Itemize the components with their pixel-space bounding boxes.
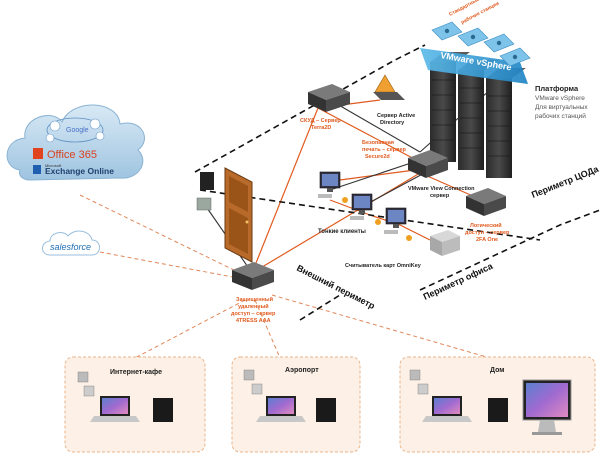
virtual-desktops bbox=[431, 21, 531, 67]
view-label-line2: сервер bbox=[430, 193, 450, 199]
salesforce-logo-icon bbox=[42, 230, 100, 256]
exchange-icon bbox=[33, 165, 41, 174]
card-reader-icon bbox=[200, 172, 214, 190]
service-bubble-icon bbox=[95, 131, 105, 141]
connection-lines bbox=[251, 99, 483, 274]
tablet-icon bbox=[153, 398, 173, 422]
ad-pyramid-icon bbox=[374, 74, 396, 93]
location-name: Дом bbox=[490, 367, 504, 374]
access-panel-icon bbox=[196, 197, 212, 211]
cloud-shape bbox=[6, 104, 145, 181]
card-reader-label: Считыватель карт OmniKey bbox=[345, 263, 422, 269]
location-airport: Аэропорт bbox=[231, 356, 361, 453]
vsphere-bar bbox=[420, 48, 528, 84]
printer-icon bbox=[430, 230, 460, 256]
laptop-icon bbox=[422, 396, 472, 422]
token-device-icon bbox=[409, 369, 421, 381]
location-box bbox=[64, 356, 206, 453]
card-token-icon bbox=[406, 235, 412, 241]
logic-label-line2: доступ – сервер bbox=[465, 230, 510, 236]
logic-label-line3: 2FA One bbox=[476, 237, 498, 243]
perimeter-external-label: Внешний периметр bbox=[295, 263, 377, 311]
service-bubble-icon bbox=[45, 133, 55, 143]
aaa-label-line3: доступ – сервер bbox=[231, 311, 276, 317]
logic-label-line1: Логический bbox=[470, 222, 502, 229]
skud-label-line1: СКУД – Сервер bbox=[300, 118, 341, 124]
platform-title: Платформа bbox=[535, 84, 579, 93]
card-token-icon bbox=[342, 197, 348, 203]
platform-line1: VMware vSphere bbox=[535, 95, 585, 102]
location-name: Интернет-кафе bbox=[110, 369, 162, 376]
salesforce-cloud: salesforce bbox=[42, 230, 100, 256]
view-label-line1: VMware View Connection bbox=[408, 186, 475, 192]
service-bubble-icon bbox=[49, 120, 61, 132]
thin-client-icon bbox=[318, 171, 341, 198]
salesforce-label: salesforce bbox=[50, 242, 91, 252]
service-bubble-icon bbox=[89, 118, 101, 130]
aaa-label-line1: Защищенный bbox=[236, 296, 273, 303]
view-connection-server: VMware View Connection сервер bbox=[408, 150, 475, 199]
laptop-icon bbox=[90, 396, 140, 422]
skud-server: СКУД – Сервер Terra2D bbox=[300, 84, 350, 131]
platform-line2: Для виртуальных bbox=[535, 104, 588, 111]
thin-client-icon bbox=[384, 207, 407, 234]
remote-links bbox=[79, 194, 491, 359]
service-ring bbox=[46, 117, 104, 143]
token-device-icon bbox=[243, 369, 255, 381]
thin-clients-label: Тонкие клиенты bbox=[318, 229, 366, 235]
office-365-icon bbox=[33, 148, 43, 159]
card-token-icon bbox=[375, 219, 381, 225]
microsoft-label: Microsoft bbox=[45, 163, 62, 168]
office-door bbox=[196, 167, 253, 263]
location-name: Аэропорт bbox=[285, 367, 319, 374]
aaa-label-line4: 4TRESS AAA bbox=[236, 318, 271, 324]
aaa-server: Защищенный удаленный доступ – сервер 4TR… bbox=[231, 262, 276, 324]
tablet-icon bbox=[488, 398, 508, 422]
server-rack-icon bbox=[430, 62, 456, 162]
office-365-label: Office 365 bbox=[47, 149, 97, 161]
token-device-icon bbox=[77, 371, 89, 383]
ad-label-line2: Directory bbox=[380, 120, 405, 126]
print-label-line1: Безопасная bbox=[362, 140, 394, 146]
print-label-line2: печать – сервер bbox=[362, 147, 407, 153]
server-rack-icon bbox=[458, 70, 484, 170]
token-device-icon bbox=[83, 385, 95, 397]
print-label-line3: Secure2d bbox=[365, 154, 390, 160]
perimeter-lines bbox=[194, 44, 600, 321]
ad-label-line1: Сервер Active bbox=[377, 113, 415, 119]
server-rack-icon bbox=[486, 78, 512, 178]
token-device-icon bbox=[417, 383, 429, 395]
vsphere-platform: Стандартные виртуальные рабочие станции … bbox=[420, 0, 588, 178]
thin-clients: Тонкие клиенты Считыватель карт OmniKey bbox=[318, 171, 460, 269]
desktop-monitor-icon bbox=[522, 379, 572, 435]
tablet-icon bbox=[316, 398, 336, 422]
skud-label-line2: Terra2D bbox=[311, 125, 331, 131]
perimeter-cod-label: Периметр ЦОДа bbox=[530, 163, 600, 199]
token-device-icon bbox=[251, 383, 263, 395]
active-directory-server: Сервер Active Directory bbox=[373, 74, 415, 126]
aaa-label-line2: удаленный bbox=[238, 303, 269, 310]
thin-client-icon bbox=[350, 193, 373, 220]
laptop-icon bbox=[256, 396, 306, 422]
logic-access-server: Логический доступ – сервер 2FA One bbox=[465, 188, 510, 243]
location-internet-cafe: Интернет-кафе bbox=[64, 356, 206, 453]
platform-line3: рабочих станций bbox=[535, 112, 586, 120]
exchange-label: Exchange Online bbox=[45, 166, 114, 176]
perimeter-office-label: Периметр офиса bbox=[422, 260, 496, 301]
cloud-services: Google Office 365 Microsoft Exchange Onl… bbox=[6, 104, 145, 181]
location-home: Дом bbox=[399, 356, 596, 453]
google-label: Google bbox=[66, 127, 89, 134]
